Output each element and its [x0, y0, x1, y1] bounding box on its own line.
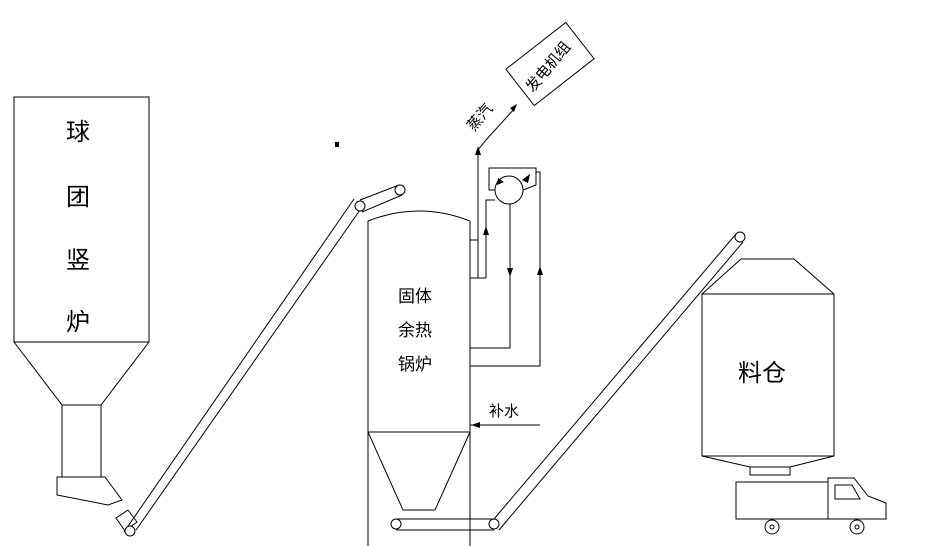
boiler-label-1: 固体: [398, 287, 432, 307]
conveyor-left: [123, 184, 406, 537]
material-silo: [701, 258, 835, 476]
shaft-furnace-label-2: 团: [66, 183, 90, 211]
makeup-water-label: 补水: [489, 402, 519, 420]
waste-heat-boiler: [367, 210, 471, 546]
truck: [735, 477, 887, 535]
shaft-furnace-label-4: 炉: [66, 308, 90, 336]
marker-dot: [335, 142, 339, 147]
pellet-shaft-furnace: [13, 96, 150, 532]
conveyor-bottom: [390, 518, 500, 531]
boiler-label-2: 余热: [398, 321, 432, 341]
shaft-furnace-label-3: 竖: [66, 246, 90, 274]
boiler-label-3: 锅炉: [398, 355, 432, 375]
conveyor-right: [493, 231, 746, 531]
makeup-water-line: [470, 422, 540, 428]
silo-label: 料仓: [738, 359, 786, 387]
steam-water-circuit: [470, 104, 543, 367]
steam-label: 蒸汽: [463, 100, 496, 135]
shaft-furnace-label-1: 球: [66, 118, 90, 146]
generator-label: 发电机组: [522, 38, 574, 96]
generator-set: [505, 21, 595, 107]
